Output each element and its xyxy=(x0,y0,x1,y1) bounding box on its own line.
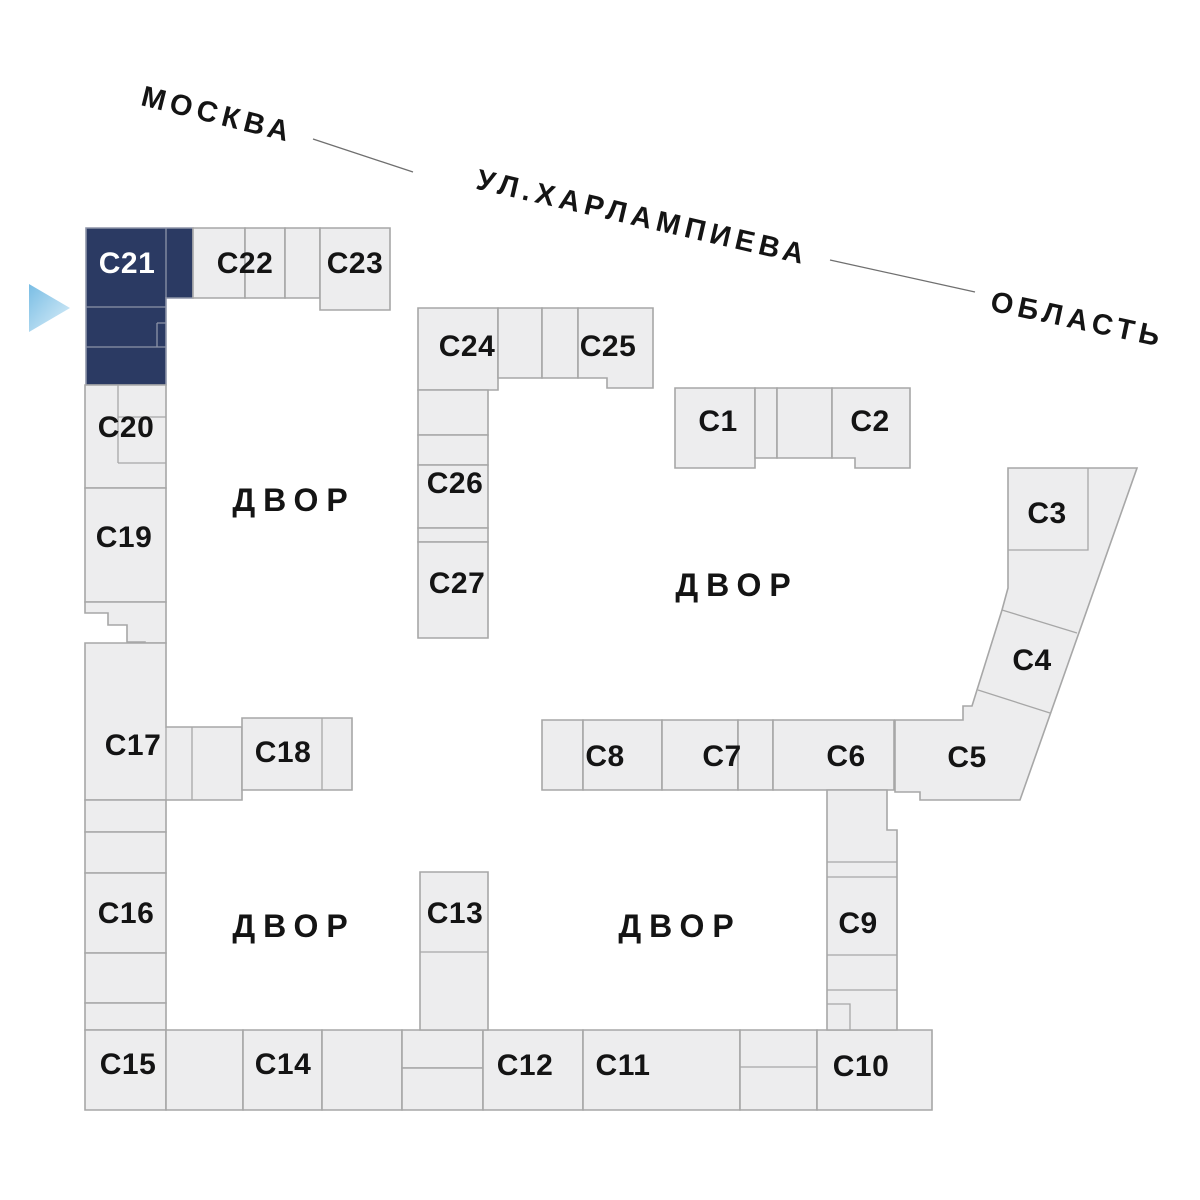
courtyard-label-2: ДВОР xyxy=(675,567,798,603)
building-label-c26: С26 xyxy=(427,467,484,500)
building-label-c18: С18 xyxy=(255,736,312,769)
street-name-label: УЛ.ХАРЛАМПИЕВА xyxy=(473,164,812,272)
building-label-c10: С10 xyxy=(833,1050,890,1083)
street-line-left xyxy=(312,138,414,173)
building-c20-inner-lines xyxy=(117,385,166,464)
building-label-c13: С13 xyxy=(427,897,484,930)
building-c24[interactable] xyxy=(417,307,499,391)
building-label-c3: С3 xyxy=(1027,497,1066,530)
building-label-c2: С2 xyxy=(850,405,889,438)
building-c23[interactable] xyxy=(319,227,391,311)
building-c9-column[interactable] xyxy=(826,789,898,1031)
building-label-c9: С9 xyxy=(838,907,877,940)
building-label-c20: С20 xyxy=(98,411,155,444)
building-label-c6: С6 xyxy=(826,740,865,773)
courtyard-label-3: ДВОР xyxy=(232,908,355,944)
selected-building-arrow-icon xyxy=(29,284,70,332)
parcel xyxy=(84,1002,167,1031)
building-label-c23: С23 xyxy=(327,247,384,280)
building-c5-band[interactable] xyxy=(894,467,1139,801)
building-label-c14: С14 xyxy=(255,1048,312,1081)
building-c27[interactable] xyxy=(417,541,489,639)
courtyard-label-1: ДВОР xyxy=(232,482,355,518)
building-label-c16: С16 xyxy=(98,897,155,930)
parcel xyxy=(737,719,774,791)
parcel xyxy=(84,799,167,833)
building-c25[interactable] xyxy=(577,307,654,389)
parcel xyxy=(321,1029,403,1111)
building-label-c5: С5 xyxy=(947,741,986,774)
parcel xyxy=(284,227,321,299)
building-label-c1: С1 xyxy=(698,405,737,438)
building-label-c27: С27 xyxy=(429,567,486,600)
building-c21-inner-lines xyxy=(86,228,167,348)
building-label-c4: С4 xyxy=(1012,644,1051,677)
parcel-stairs xyxy=(84,601,167,644)
building-c9-inner-lines xyxy=(827,861,897,1030)
parcel xyxy=(739,1029,818,1111)
parcel xyxy=(754,387,778,459)
parcel xyxy=(497,307,543,379)
parcel xyxy=(541,307,579,379)
building-label-c25: С25 xyxy=(580,330,637,363)
parcel xyxy=(417,527,489,543)
building-label-c17: С17 xyxy=(105,729,162,762)
moscow-direction-label: МОСКВА xyxy=(138,81,297,150)
building-label-c21: С21 xyxy=(99,247,156,280)
building-c1[interactable] xyxy=(674,387,756,469)
building-label-c24: С24 xyxy=(439,330,496,363)
building-label-c19: С19 xyxy=(96,521,153,554)
building-c17-inner-lines xyxy=(165,727,193,800)
building-c13-foot xyxy=(401,1029,484,1069)
building-c6[interactable] xyxy=(772,719,895,791)
courtyard-label-4: ДВОР xyxy=(618,908,741,944)
building-label-c11: С11 xyxy=(596,1049,651,1082)
building-label-c22: С22 xyxy=(217,247,274,280)
parcel xyxy=(417,389,489,436)
building-c13[interactable] xyxy=(419,871,489,1031)
building-label-c15: С15 xyxy=(100,1048,157,1081)
parcel xyxy=(165,1029,244,1111)
building-c18[interactable] xyxy=(241,717,353,791)
parcel xyxy=(84,831,167,874)
building-label-c8: С8 xyxy=(585,740,624,773)
band-inner-lines xyxy=(977,468,1089,714)
building-c17[interactable] xyxy=(84,642,243,801)
oblast-direction-label: ОБЛАСТЬ xyxy=(988,286,1168,354)
building-label-c12: С12 xyxy=(497,1049,554,1082)
parcel xyxy=(401,1067,484,1111)
parcel xyxy=(541,719,584,791)
parcel xyxy=(776,387,833,459)
building-c2[interactable] xyxy=(831,387,911,469)
parcel xyxy=(84,952,167,1004)
building-label-c7: С7 xyxy=(702,740,741,773)
street-line-right xyxy=(829,259,976,293)
parcel xyxy=(417,434,489,466)
